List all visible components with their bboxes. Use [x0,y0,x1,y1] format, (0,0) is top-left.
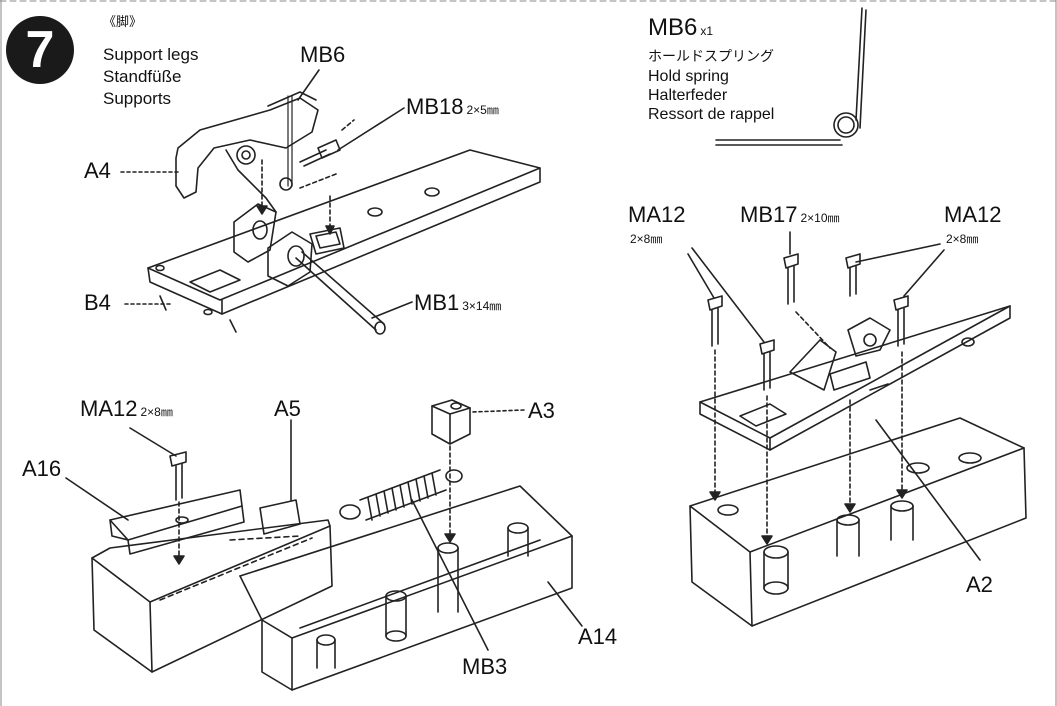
label-ma12-right-1: MA12 [628,202,686,227]
spring-name-de: Halterfeder [648,87,728,104]
hold-spring-drawing [715,7,867,146]
leader-ma12-r2a [855,243,941,263]
label-mb6: MB6 [300,42,346,67]
spring-name-jp: ホールドスプリング [648,49,774,65]
label-mb18-size: 2×5㎜ [466,103,499,117]
step-title-de: Standfüße [103,67,182,86]
a14-box-assembly [91,399,573,691]
label-a2: A2 [966,572,993,597]
label-a3: A3 [528,398,555,423]
label-ma12-left-text: MA12 [80,396,138,421]
label-b4: B4 [84,290,111,315]
step-title-jp: 《脚》 [103,15,143,30]
step-number-badge: 7 [6,16,74,84]
leader-ma12-left [129,427,177,457]
spring-qty: x1 [700,24,714,38]
label-ma12-right-2: MA12 [944,202,1002,227]
label-ma12-right-2-size: 2×8㎜ [946,232,979,246]
leader-a14 [547,581,583,627]
spring-name-en: Hold spring [648,68,729,85]
leader-a3 [471,409,525,413]
leader-ma12-r1a [687,253,715,299]
label-ma12-left-size: 2×8㎜ [140,405,173,419]
step-title-fr: Supports [103,89,172,108]
step-title-en: Support legs [103,45,199,64]
leader-mb18 [337,107,405,151]
spring-part-text: MB6 [648,14,698,41]
label-mb18-text: MB18 [406,94,464,119]
label-a14: A14 [578,624,618,649]
label-mb1-text: MB1 [414,290,460,315]
label-mb1-size: 3×14㎜ [462,299,502,313]
label-mb3: MB3 [462,654,508,679]
label-mb17-text: MB17 [740,202,798,227]
spring-name-fr: Ressort de rappel [648,106,775,123]
leader-a16 [65,477,129,521]
leader-mb1 [371,301,413,319]
leader-a2 [875,419,981,561]
label-mb17-size: 2×10㎜ [800,211,840,225]
leader-ma12-r1b [691,247,765,343]
leader-ma12-r2b [903,249,945,297]
leader-mb6 [297,69,320,101]
label-a4: A4 [84,158,111,183]
b4-plate-assembly [147,91,541,335]
label-ma12-right-1-size: 2×8㎜ [630,232,663,246]
right-final-assembly [689,253,1027,627]
leader-mb3 [411,499,489,651]
label-a5: A5 [274,396,301,421]
label-a16: A16 [22,456,62,481]
